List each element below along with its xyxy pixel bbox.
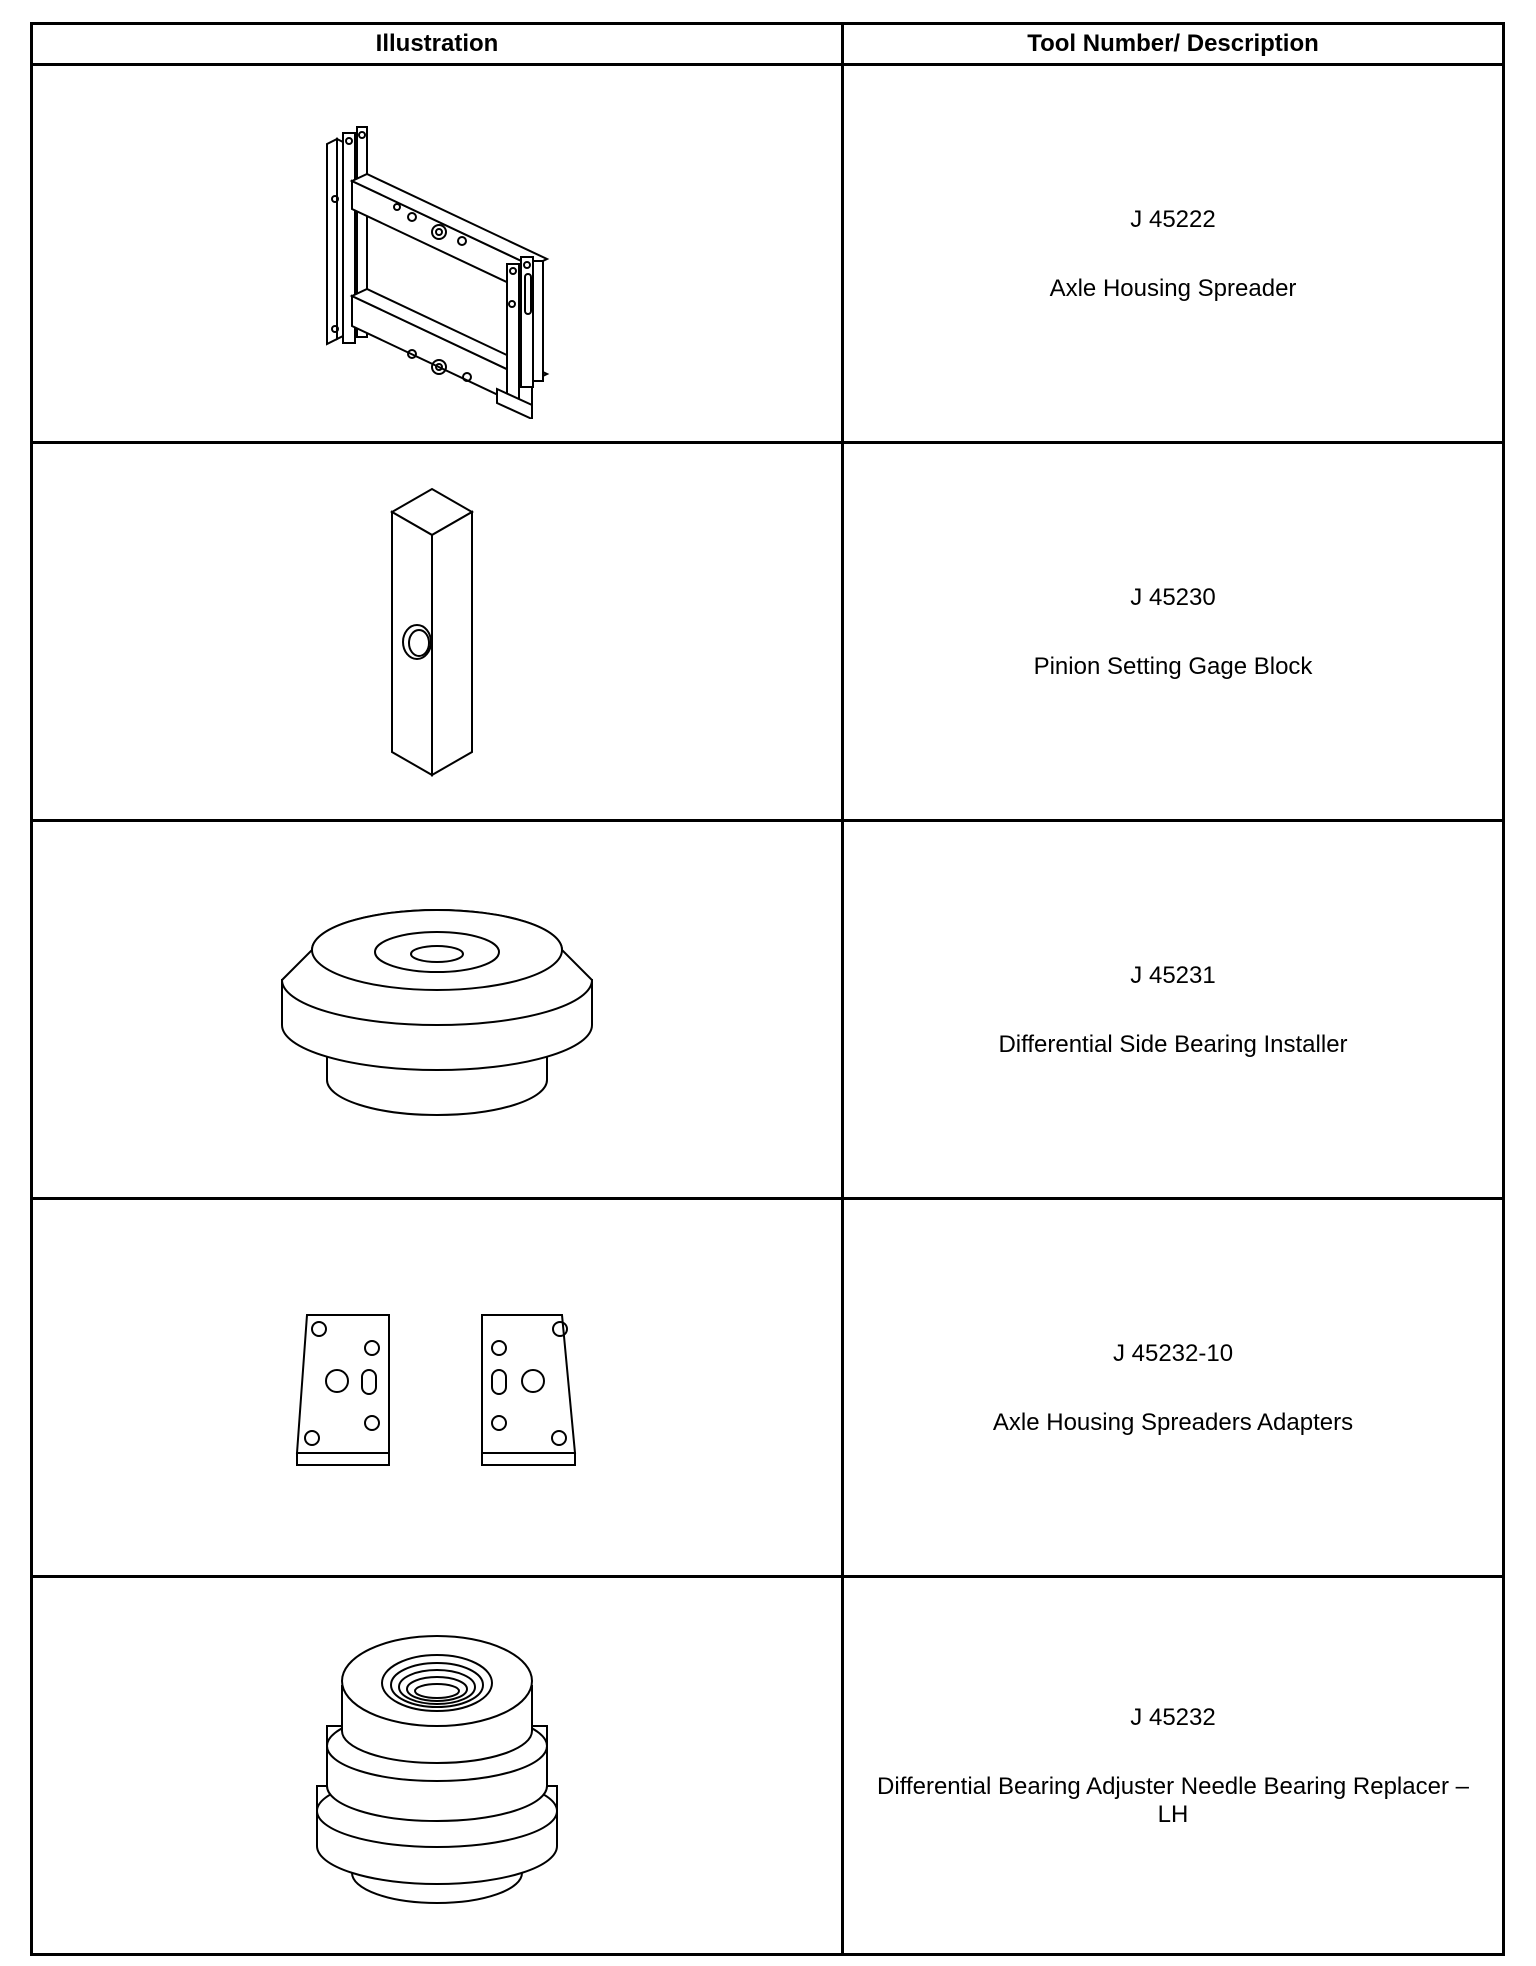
axle-housing-spreader-icon xyxy=(326,125,550,419)
needle-bearing-replacer-icon xyxy=(316,1634,558,1904)
tool-info-cell: J 45222 Axle Housing Spreader xyxy=(841,63,1505,444)
table-header-row: Illustration Tool Number/ Description xyxy=(30,22,1505,66)
tool-number: J 45222 xyxy=(1130,205,1216,233)
table-row: J 45230 Pinion Setting Gage Block xyxy=(30,441,1505,822)
tool-number: J 45232-10 xyxy=(1112,1339,1234,1367)
illustration-cell xyxy=(30,819,844,1200)
tool-info-cell: J 45232 Differential Bearing Adjuster Ne… xyxy=(841,1575,1505,1956)
tool-info-cell: J 45230 Pinion Setting Gage Block xyxy=(841,441,1505,822)
tool-description: Axle Housing Spreader xyxy=(1049,274,1297,302)
tool-table: Illustration Tool Number/ Description xyxy=(30,22,1505,1956)
tool-description: Differential Bearing Adjuster Needle Bea… xyxy=(877,1772,1469,1828)
bearing-installer-icon xyxy=(280,908,594,1116)
illustration-cell xyxy=(30,441,844,822)
table-row: J 45232 Differential Bearing Adjuster Ne… xyxy=(30,1575,1505,1956)
spreader-adapters-icon xyxy=(295,1313,577,1466)
illustration-cell xyxy=(30,1197,844,1578)
table-row: J 45222 Axle Housing Spreader xyxy=(30,63,1505,444)
tool-description: Axle Housing Spreaders Adapters xyxy=(992,1408,1354,1436)
table-row: J 45231 Differential Side Bearing Instal… xyxy=(30,819,1505,1200)
tool-number: J 45230 xyxy=(1130,583,1216,611)
tool-info-cell: J 45231 Differential Side Bearing Instal… xyxy=(841,819,1505,1200)
illustration-cell xyxy=(30,63,844,444)
tool-description: Differential Side Bearing Installer xyxy=(998,1030,1348,1058)
table-row: J 45232-10 Axle Housing Spreaders Adapte… xyxy=(30,1197,1505,1578)
illustration-cell xyxy=(30,1575,844,1956)
tool-info-cell: J 45232-10 Axle Housing Spreaders Adapte… xyxy=(841,1197,1505,1578)
gage-block-icon xyxy=(389,487,475,777)
tool-description: Pinion Setting Gage Block xyxy=(1033,652,1313,680)
tool-number: J 45232 xyxy=(1130,1703,1216,1731)
header-tool-number-description: Tool Number/ Description xyxy=(841,22,1505,66)
header-illustration: Illustration xyxy=(30,22,844,66)
tool-number: J 45231 xyxy=(1130,961,1216,989)
